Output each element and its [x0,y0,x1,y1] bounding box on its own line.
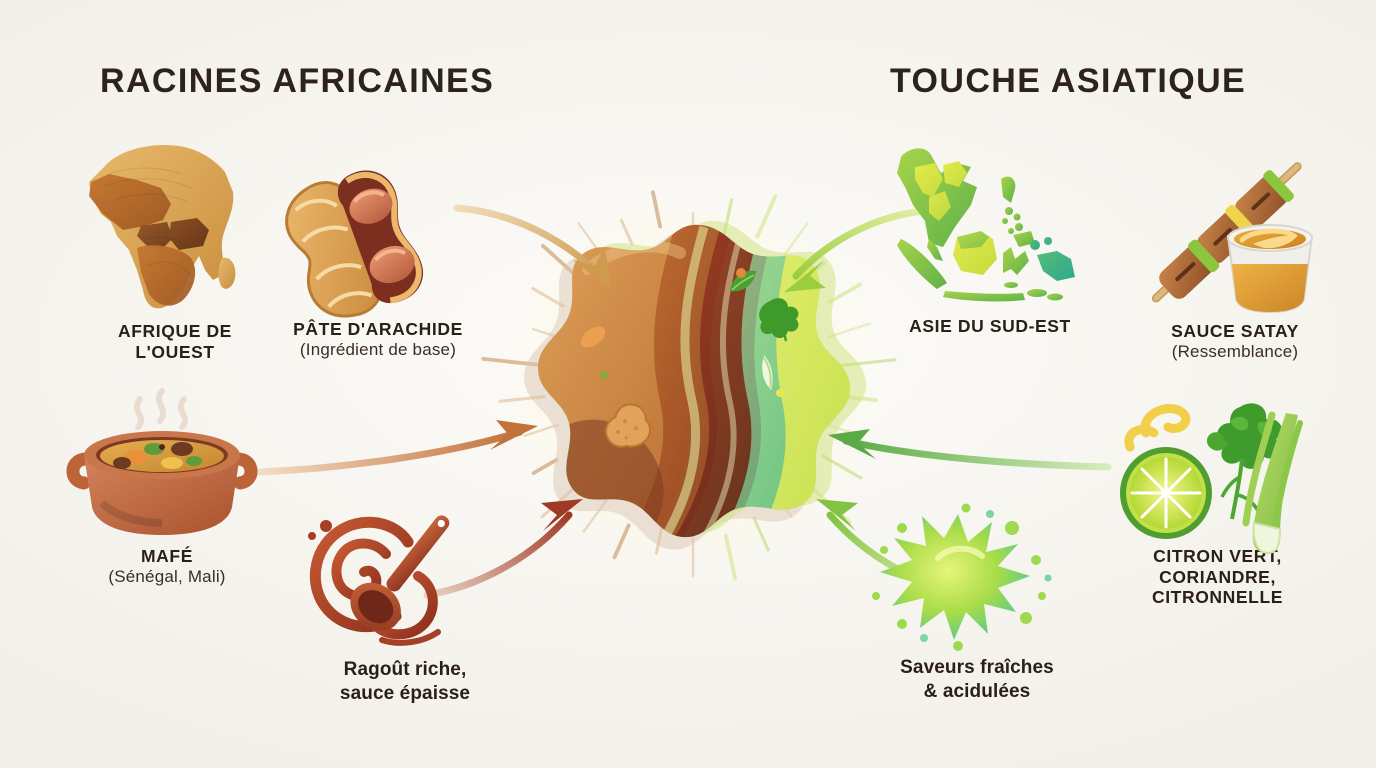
node-title-line2: CORIANDRE, [1159,566,1276,587]
arrow-stew-to-center [423,495,610,600]
node-mafe[interactable]: MAFÉ (Sénégal, Mali) [62,385,272,587]
header-african-roots: RACINES AFRICAINES [100,62,495,100]
arrow-peanut-to-center [453,190,645,300]
node-southeast-asia[interactable]: ASIE DU SUD-EST [885,135,1095,337]
node-west-africa[interactable]: AFRIQUE DE L'OUEST [75,130,275,362]
node-rich-stew[interactable]: Ragoût riche, sauce épaisse [290,500,520,706]
fusion-blob-icon [524,215,867,550]
green-splash-icon [862,500,1092,651]
node-title-line1: MAFÉ [141,546,193,566]
node-title-line3: CITRONNELLE [1151,587,1284,608]
node-title-line1: PÂTE D'ARACHIDE [293,319,463,339]
node-title-line1: Ragoût riche, [343,659,467,680]
stew-pot-icon [62,385,272,540]
node-title-line1: Saveurs fraîches [900,657,1054,678]
node-title-line1: CITRON VERT, [1153,546,1282,566]
node-title-line2: sauce épaisse [339,682,471,704]
node-peanut-paste[interactable]: PÂTE D'ARACHIDE (Ingrédient de base) [268,165,488,360]
node-title-line1: ASIE DU SUD-EST [909,316,1071,336]
arrow-mafe-to-center [256,420,558,490]
africa-map-icon [75,130,275,315]
node-subtitle: (Ressemblance) [1171,341,1299,361]
node-satay-sauce[interactable]: SAUCE SATAY (Ressemblance) [1130,142,1340,362]
node-subtitle: (Sénégal, Mali) [108,566,226,586]
header-asian-touch: TOUCHE ASIATIQUE [890,62,1247,100]
peanut-icon [268,165,488,318]
node-title-line1: AFRIQUE DE [118,321,232,341]
node-fresh-flavors[interactable]: Saveurs fraîches & acidulées [862,500,1092,704]
node-subtitle: (Ingrédient de base) [299,339,457,359]
lime-coriander-lemongrass-icon [1110,385,1325,555]
southeast-asia-map-icon [885,135,1095,310]
arrow-lime-to-center [820,425,1112,485]
sauce-swirl-spoon-icon [290,500,520,650]
node-title-line2: & acidulées [923,680,1031,702]
node-title-line1: SAUCE SATAY [1171,321,1299,341]
satay-skewer-icon [1130,142,1340,317]
node-title-line2: L'OUEST [135,341,215,362]
node-lime-coriander-lemongrass[interactable]: CITRON VERT, CORIANDRE, CITRONNELLE [1110,385,1325,608]
